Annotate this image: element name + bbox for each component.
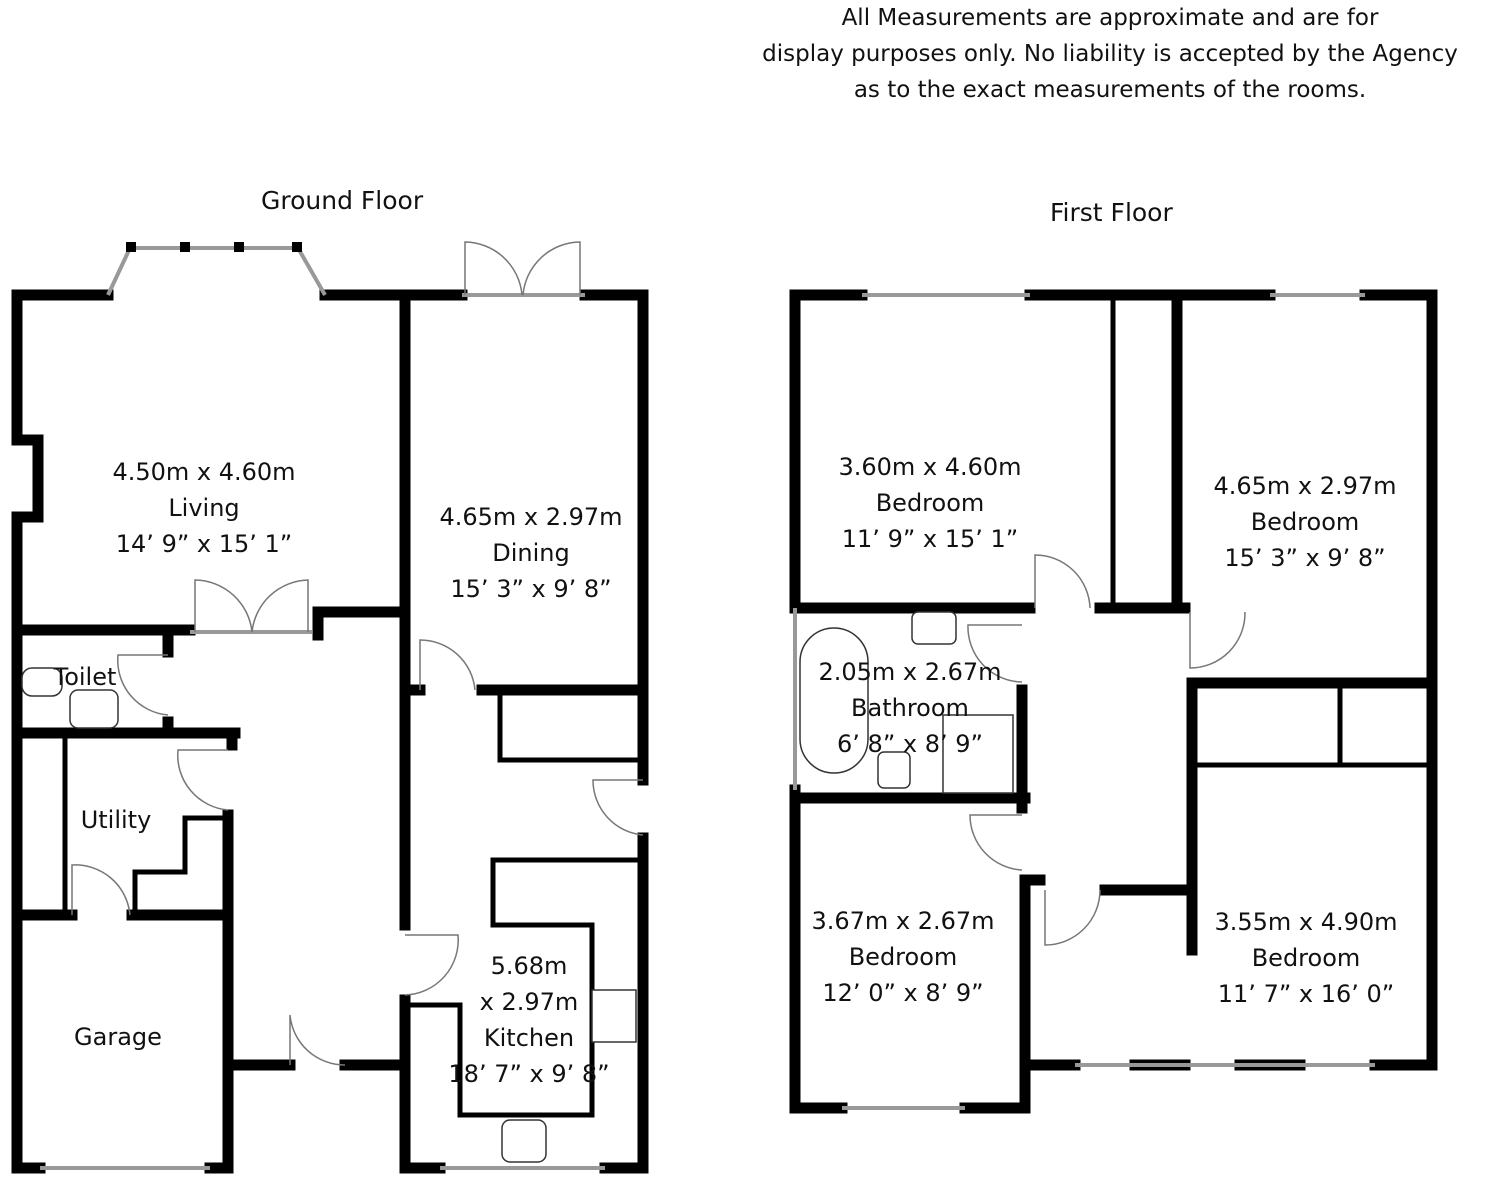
room-size-imperial: 6’ 8” x 8’ 9” (837, 730, 983, 758)
room-label-bedroom-3: 3.67m x 2.67m Bedroom 12’ 0” x 8’ 9” (811, 903, 994, 1011)
room-size-metric: 4.65m x 2.97m (439, 503, 623, 531)
room-name: Kitchen (483, 1024, 575, 1052)
room-size-metric: 4.65m x 2.97m (1213, 472, 1397, 500)
room-size-imperial: 11’ 7” x 16’ 0” (1217, 980, 1395, 1008)
ground-floor-walls (11, 289, 649, 1174)
room-name: Bedroom (875, 489, 985, 517)
room-size-metric: 2.05m x 2.67m (818, 658, 1002, 686)
room-size-imperial: 15’ 3” x 9’ 8” (1224, 544, 1386, 572)
room-size-imperial: 11’ 9” x 15’ 1” (841, 525, 1019, 553)
room-size-metric: 4.50m x 4.60m (112, 458, 296, 486)
room-name: Bedroom (848, 943, 958, 971)
room-size-imperial: 14’ 9” x 15’ 1” (115, 530, 293, 558)
disclaimer-line: display purposes only. No liability is a… (762, 41, 1458, 67)
room-name: Bedroom (1251, 944, 1361, 972)
room-size-metric: 3.67m x 2.67m (811, 907, 995, 935)
room-label-living: 4.50m x 4.60m Living 14’ 9” x 15’ 1” (112, 454, 295, 562)
disclaimer-line: All Measurements are approximate and are… (841, 5, 1379, 31)
room-label-bedroom-4: 3.55m x 4.90m Bedroom 11’ 7” x 16’ 0” (1214, 904, 1397, 1012)
room-name: Dining (492, 539, 570, 567)
room-label-bedroom-1: 3.60m x 4.60m Bedroom 11’ 9” x 15’ 1” (838, 449, 1021, 557)
room-size-imperial: 12’ 0” x 8’ 9” (822, 979, 984, 1007)
disclaimer: All Measurements are approximate and are… (730, 0, 1487, 108)
room-name: Living (168, 494, 240, 522)
room-label-toilet: Toilet (54, 659, 117, 695)
room-size-metric: 3.60m x 4.60m (838, 453, 1022, 481)
room-label-bathroom: 2.05m x 2.67m Bathroom 6’ 8” x 8’ 9” (818, 654, 1001, 762)
disclaimer-line: as to the exact measurements of the room… (853, 77, 1367, 103)
room-size-imperial: 15’ 3” x 9’ 8” (450, 575, 612, 603)
room-label-bedroom-2: 4.65m x 2.97m Bedroom 15’ 3” x 9’ 8” (1213, 468, 1396, 576)
ground-floor-title: Ground Floor (261, 186, 424, 215)
room-name: Bathroom (851, 694, 969, 722)
room-size-imperial: 18’ 7” x 9’ 8” (448, 1060, 610, 1088)
first-floor-windows-doors (793, 293, 1375, 1110)
room-label-kitchen: 5.68m x 2.97m Kitchen 18’ 7” x 9’ 8” (448, 948, 609, 1092)
ground-floor-windows-doors (21, 241, 644, 1170)
room-size-metric: 5.68m (490, 952, 568, 980)
first-floor-title: First Floor (1050, 198, 1173, 227)
room-name: Garage (74, 1023, 162, 1051)
room-label-garage: Garage (74, 1019, 162, 1055)
room-name: Toilet (53, 663, 117, 691)
room-label-utility: Utility (81, 802, 152, 838)
room-size-metric: 3.55m x 4.90m (1214, 908, 1398, 936)
room-size-metric: x 2.97m (479, 988, 579, 1016)
room-label-dining: 4.65m x 2.97m Dining 15’ 3” x 9’ 8” (439, 499, 622, 607)
room-name: Bedroom (1250, 508, 1360, 536)
room-name: Utility (80, 806, 152, 834)
